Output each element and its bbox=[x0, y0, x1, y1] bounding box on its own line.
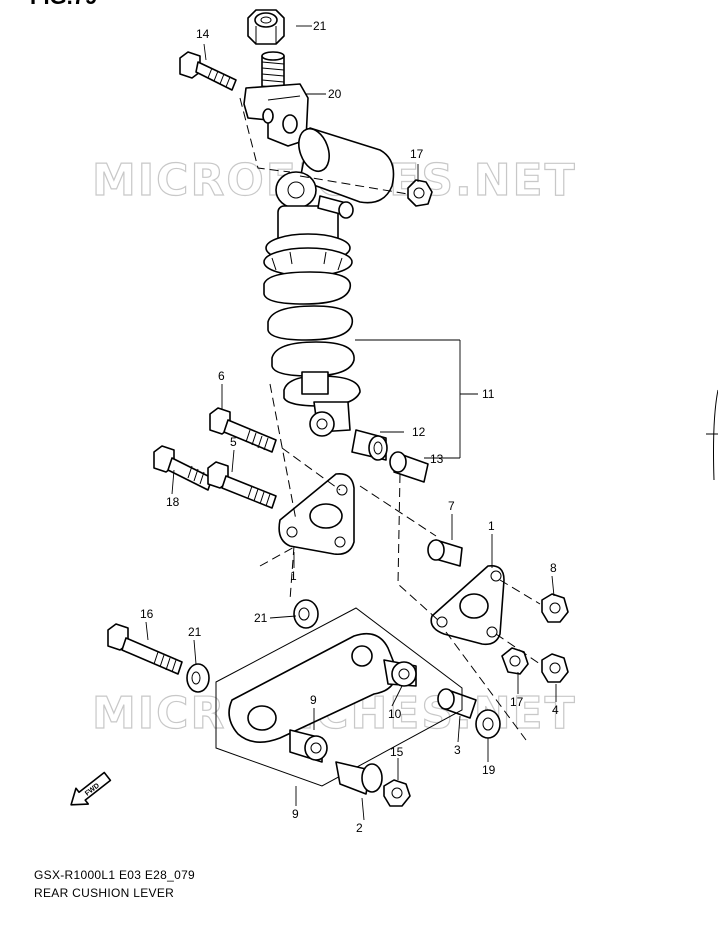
callout-21-right: 19 bbox=[482, 763, 496, 777]
part-20-nut bbox=[247, 9, 285, 45]
part-1-link-plate-left bbox=[278, 472, 355, 556]
callout-9-lower: 9 bbox=[310, 693, 317, 707]
part-10-spacer bbox=[335, 761, 383, 795]
callouts: 21 14 20 17 11 12 13 6 5 18 7 1 1 8 21 1… bbox=[140, 19, 559, 835]
part-21-washer-top bbox=[293, 599, 319, 629]
callout-2: 3 bbox=[454, 743, 461, 757]
part-2-collar bbox=[437, 688, 477, 719]
shock-spring bbox=[263, 271, 361, 407]
callout-17-upper: 17 bbox=[410, 147, 424, 161]
callout-8: 9 bbox=[292, 807, 299, 821]
shock-bottom-eye bbox=[309, 401, 351, 437]
diagram-code: GSX-R1000L1 E03 E28_079 bbox=[34, 868, 196, 882]
part-17-nut-lower bbox=[501, 647, 529, 675]
callout-1-right: 1 bbox=[488, 519, 495, 533]
part-16-bolt bbox=[179, 51, 237, 91]
part-9-bearing-lower bbox=[289, 729, 328, 763]
callout-1-left: 1 bbox=[290, 569, 297, 583]
part-11-bolt bbox=[107, 623, 183, 675]
callout-17-lower: 17 bbox=[510, 695, 524, 709]
shock-mount-bolt bbox=[317, 195, 354, 219]
callout-19: 20 bbox=[328, 87, 342, 101]
diagram-title: REAR CUSHION LEVER bbox=[34, 886, 175, 900]
callout-11: 16 bbox=[140, 607, 154, 621]
callout-14: 12 bbox=[412, 425, 426, 439]
callout-7: 8 bbox=[550, 561, 557, 575]
leader-lines bbox=[145, 25, 557, 821]
callout-21-left: 21 bbox=[188, 625, 202, 639]
callout-15: 13 bbox=[430, 452, 444, 466]
part-21-washer-right bbox=[475, 709, 501, 739]
part-21-washer-left bbox=[186, 663, 210, 693]
callout-6: 6 bbox=[218, 369, 225, 383]
part-18-bolt bbox=[153, 445, 213, 491]
part-15-collar bbox=[389, 451, 429, 483]
part-8-cushion-lever bbox=[228, 632, 397, 743]
rear-shock-absorber bbox=[179, 9, 433, 437]
callout-3: 5 bbox=[230, 435, 237, 449]
callout-16: 14 bbox=[196, 27, 210, 41]
part-19-clevis-bracket bbox=[243, 83, 309, 147]
shock-body bbox=[263, 171, 353, 277]
callout-12: 15 bbox=[390, 745, 404, 759]
callout-10: 2 bbox=[356, 821, 363, 835]
part-1-link-plate-right bbox=[430, 564, 505, 646]
part-3-bolt bbox=[207, 461, 277, 509]
callout-21-top: 21 bbox=[254, 611, 268, 625]
callout-4: 4 bbox=[552, 703, 559, 717]
part-4-nut bbox=[541, 653, 569, 683]
assembly-lines bbox=[239, 97, 541, 741]
part-8-cushion-lever-box bbox=[215, 607, 463, 787]
front-direction-marker: FWD bbox=[70, 771, 112, 806]
callout-9-upper: 10 bbox=[388, 707, 402, 721]
part-14-bushing bbox=[351, 429, 388, 461]
callout-20: 21 bbox=[313, 19, 327, 33]
shock-reservoir bbox=[298, 127, 395, 204]
margin-marks bbox=[706, 389, 718, 481]
figure-title: FIG.79 bbox=[30, 0, 97, 9]
part-9-bearing-upper bbox=[383, 659, 417, 687]
callout-5: 7 bbox=[448, 499, 455, 513]
callout-13: 11 bbox=[482, 387, 495, 401]
part-6-bolt bbox=[209, 407, 277, 453]
part-7-nut bbox=[541, 593, 569, 623]
part-12-nut bbox=[383, 779, 411, 807]
part-5-collar bbox=[427, 539, 463, 567]
callout-18: 18 bbox=[166, 495, 180, 509]
